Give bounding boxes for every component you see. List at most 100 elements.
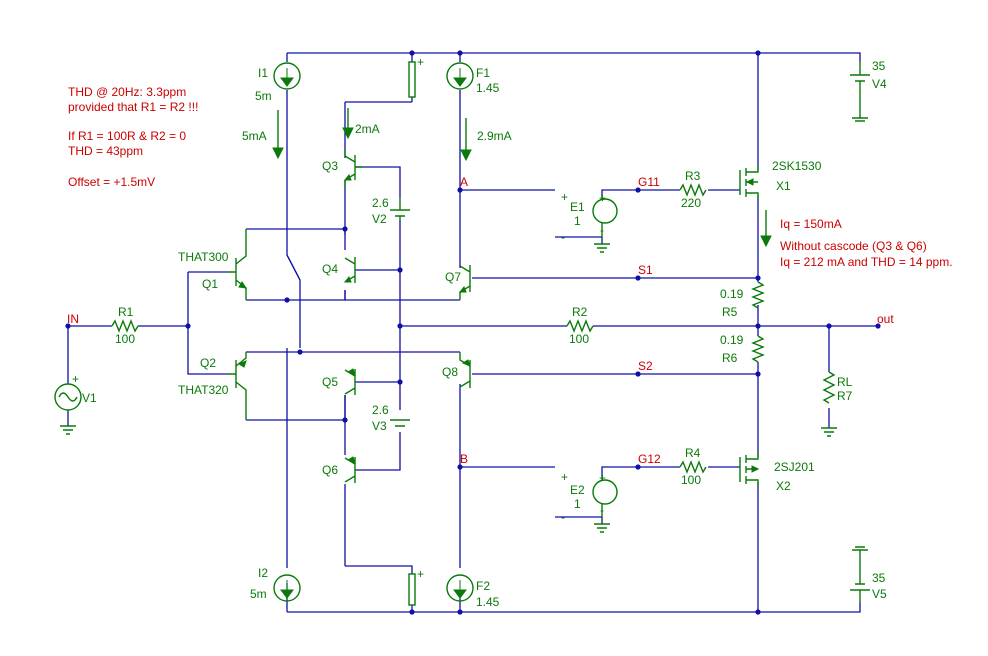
battery-v5 [850,546,870,602]
label-i1-name: I1 [258,66,268,80]
label-q1-model: THAT300 [178,250,229,264]
transistor-q3 [343,150,362,188]
annotation-notes: THD @ 20Hz: 3.3ppm provided that R1 = R2… [68,85,953,269]
cascode-note-line2: Iq = 212 mA and THD = 14 ppm. [780,255,953,269]
resistor-r4 [679,460,707,474]
current-label-2p9ma: 2.9mA [477,129,512,143]
label-x2-name: X2 [776,479,791,493]
net-label-out: out [877,312,894,326]
net-label-b: B [460,452,468,466]
ground-symbols [60,243,837,533]
component-labels: I1 5m I2 5m F1 1.45 F2 1.45 V1 2.6 V2 2.… [82,59,887,609]
net-label-s2: S2 [638,359,653,373]
plus-mark-e1-out: + [599,191,606,205]
resistor-r6 [751,335,765,363]
label-v3-name: V3 [372,419,387,433]
resistor-r5 [751,281,765,309]
label-i2-value: 5m [250,587,267,601]
bias-source-bottom [408,573,416,606]
current-source-f1 [446,62,474,90]
bias-source-top [408,61,416,98]
resistor-r7 [822,371,836,404]
transistor-q5 [344,368,356,395]
minus-mark-e1-in: - [561,230,565,244]
label-r6-value: 0.19 [720,333,744,347]
label-x1-model: 2SK1530 [772,159,822,173]
label-r5-name: R5 [722,305,738,319]
plus-mark-e2-in: + [561,470,568,484]
label-v4-value: 35 [872,59,886,73]
current-arrows [272,108,772,248]
resistor-r1 [111,319,139,333]
minus-mark-e1-out: - [600,223,604,237]
label-r6-name: R6 [722,351,738,365]
current-labels: 5mA 2mA 2.9mA [242,122,512,143]
label-r4-name: R4 [685,446,701,460]
label-f2-name: F2 [476,579,490,593]
label-r3-name: R3 [685,169,701,183]
net-label-s1: S1 [638,263,653,277]
alt-note-line1: If R1 = 100R & R2 = 0 [68,129,186,143]
thd-note-line2: provided that R1 = R2 !!! [68,100,198,114]
net-label-g11: G11 [638,175,660,189]
polarity-marks: + + + + - + - + - + - [72,55,606,581]
current-source-i1 [273,62,301,90]
transistor-q2 [228,352,247,420]
mosfet-x2 [739,452,760,487]
label-x1-name: X1 [776,179,791,193]
transistor-q6 [344,456,356,483]
resistor-r2 [566,319,594,333]
resistor-r3 [679,183,707,197]
vcvs-e1 [592,196,618,237]
label-r2-name: R2 [572,305,588,319]
junction-dots [65,50,881,615]
minus-mark-e2-in: - [561,510,565,524]
label-f1-name: F1 [476,66,490,80]
label-q4-name: Q4 [322,262,338,276]
label-f1-value: 1.45 [476,81,500,95]
label-q2-model: THAT320 [178,383,229,397]
label-v3-value: 2.6 [372,403,389,417]
plus-mark-e2-out: + [599,471,606,485]
label-f2-value: 1.45 [476,595,500,609]
ac-source-v1 [54,383,82,411]
label-q6-name: Q6 [322,463,338,477]
label-r3-value: 220 [681,196,701,210]
label-e1-value: 1 [574,214,581,228]
transistor-q7 [458,265,471,300]
mosfet-x1 [739,165,759,200]
plus-mark-bias-top: + [417,55,424,69]
label-r7-name: R7 [837,389,853,403]
label-q8-name: Q8 [442,365,458,379]
label-q1-name: Q1 [202,277,218,291]
thd-note-line1: THD @ 20Hz: 3.3ppm [68,85,186,99]
transistor-q4 [343,257,356,283]
label-v5-name: V5 [872,587,887,601]
label-i1-value: 5m [255,89,272,103]
label-v2-name: V2 [372,212,387,226]
current-source-f2 [446,574,474,602]
offset-note: Offset = +1.5mV [68,175,155,189]
label-r4-value: 100 [681,473,701,487]
plus-mark-v1: + [72,372,79,386]
label-v4-name: V4 [872,77,887,91]
label-r1-name: R1 [118,305,134,319]
current-label-2ma: 2mA [355,122,380,136]
label-r7-value: RL [837,375,853,389]
label-v1-name: V1 [82,391,97,405]
label-q5-name: Q5 [322,375,338,389]
alt-note-line2: THD = 43ppm [68,144,143,158]
label-r1-value: 100 [115,332,135,346]
minus-mark-e2-out: - [600,503,604,517]
plus-mark-bias-bottom: + [417,567,424,581]
battery-v3 [390,419,410,427]
current-source-i2 [273,574,301,602]
label-e2-value: 1 [574,497,581,511]
label-e2-name: E2 [570,483,585,497]
net-label-in: IN [67,312,79,326]
net-labels: IN out A B G11 G12 S1 S2 [67,175,894,466]
current-label-5ma: 5mA [242,129,267,143]
label-q2-name: Q2 [200,356,216,370]
label-r5-value: 0.19 [720,287,744,301]
